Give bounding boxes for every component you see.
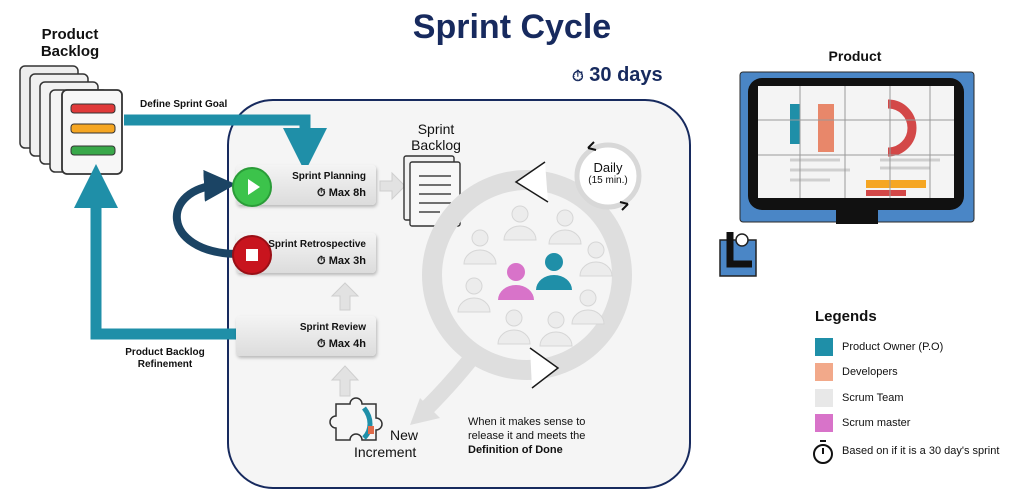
legend-swatch-scrum-master [815, 414, 833, 432]
play-icon [232, 167, 272, 207]
daily-ring [574, 142, 642, 210]
sprint-duration-value: 30 days [589, 64, 663, 86]
page-title: Sprint Cycle [412, 8, 612, 46]
release-note: When it makes sense to release it and me… [468, 415, 585, 457]
legend-label-product-owner: Product Owner (P.O) [842, 341, 944, 353]
release-note-line3: Definition of Done [468, 444, 563, 456]
sprint-planning-time: ⏱ Max 8h [317, 187, 366, 200]
refinement-label-line1: Product Backlog [125, 347, 205, 358]
sprint-backlog-label-line1: Sprint [417, 121, 455, 137]
product-backlog-label-line1: Product [41, 26, 99, 43]
legend-label-developers: Developers [842, 366, 898, 378]
legends-title: Legends [815, 308, 877, 325]
refinement-label: Product Backlog Refinement [110, 347, 220, 371]
define-goal-label: Define Sprint Goal [140, 99, 228, 110]
stopwatch-icon: ⏱ [317, 187, 326, 199]
loose-puzzle-piece [719, 232, 757, 277]
sprint-backlog-label: Sprint Backlog [404, 121, 468, 153]
stopwatch-icon: ⏱ [317, 338, 326, 350]
new-increment-line2: Increment [354, 444, 417, 460]
sprint-retrospective-name: Sprint Retrospective [268, 239, 366, 250]
legend-label-scrum-master: Scrum master [842, 417, 911, 429]
refinement-label-line2: Refinement [137, 359, 193, 370]
cycle-arrowhead-bottom [529, 347, 560, 389]
sprint-review-time: ⏱ Max 4h [317, 338, 366, 351]
legend-swatch-scrum-team [815, 389, 833, 407]
legend-label-scrum-team: Scrum Team [842, 392, 904, 404]
product-label: Product [828, 48, 882, 64]
sprint-duration: ⏱ 30 days [572, 64, 663, 87]
up-arrow-increment-review [330, 365, 360, 397]
legend-timer-note: Based on if it is a 30 day's sprint [842, 445, 1000, 457]
scrum-master-person [498, 263, 534, 300]
product-backlog-label: Product Backlog [20, 26, 120, 60]
product-backlog-stack [19, 65, 123, 175]
new-increment-label: New Increment [348, 427, 428, 461]
sprint-planning-name: Sprint Planning [292, 171, 366, 182]
cycle-arrowhead-top [514, 161, 549, 203]
stopwatch-icon: ⏱ [572, 68, 584, 85]
product-backlog-label-line2: Backlog [40, 43, 100, 60]
retro-loop-arrow [172, 169, 237, 258]
refinement-arrow [74, 164, 236, 340]
up-arrow-review-retro [330, 282, 360, 311]
sprint-retrospective-time: ⏱ Max 3h [317, 255, 366, 268]
right-arrow-planning-backlog [379, 171, 406, 201]
stopwatch-icon: ⏱ [317, 255, 326, 267]
product-owner-person [536, 253, 572, 290]
legend-swatch-developers [815, 363, 833, 381]
legend-timer-icon [813, 440, 833, 464]
sprint-backlog-label-line2: Backlog [411, 137, 461, 153]
legend-swatch-product-owner [815, 338, 833, 356]
daily-label-line2: (15 min.) [588, 175, 628, 186]
stop-icon [232, 235, 272, 275]
sprint-planning-time-value: Max 8h [328, 187, 366, 199]
sprint-review-name: Sprint Review [299, 322, 366, 333]
daily-label-line1: Daily [593, 160, 623, 175]
scrum-team-people [457, 205, 613, 347]
new-increment-line1: New [390, 427, 419, 443]
product-monitor [739, 71, 975, 224]
increment-puzzle-icon [329, 397, 383, 441]
sprint-retrospective-time-value: Max 3h [328, 255, 366, 267]
daily-label: Daily (15 min.) [580, 161, 636, 187]
sprint-review-time-value: Max 4h [328, 338, 366, 350]
release-note-line2: release it and meets the [468, 430, 586, 442]
release-note-line1: When it makes sense to [468, 416, 586, 428]
define-goal-arrow [124, 114, 327, 172]
sprint-review-step: Sprint Review ⏱ Max 4h [236, 316, 376, 356]
